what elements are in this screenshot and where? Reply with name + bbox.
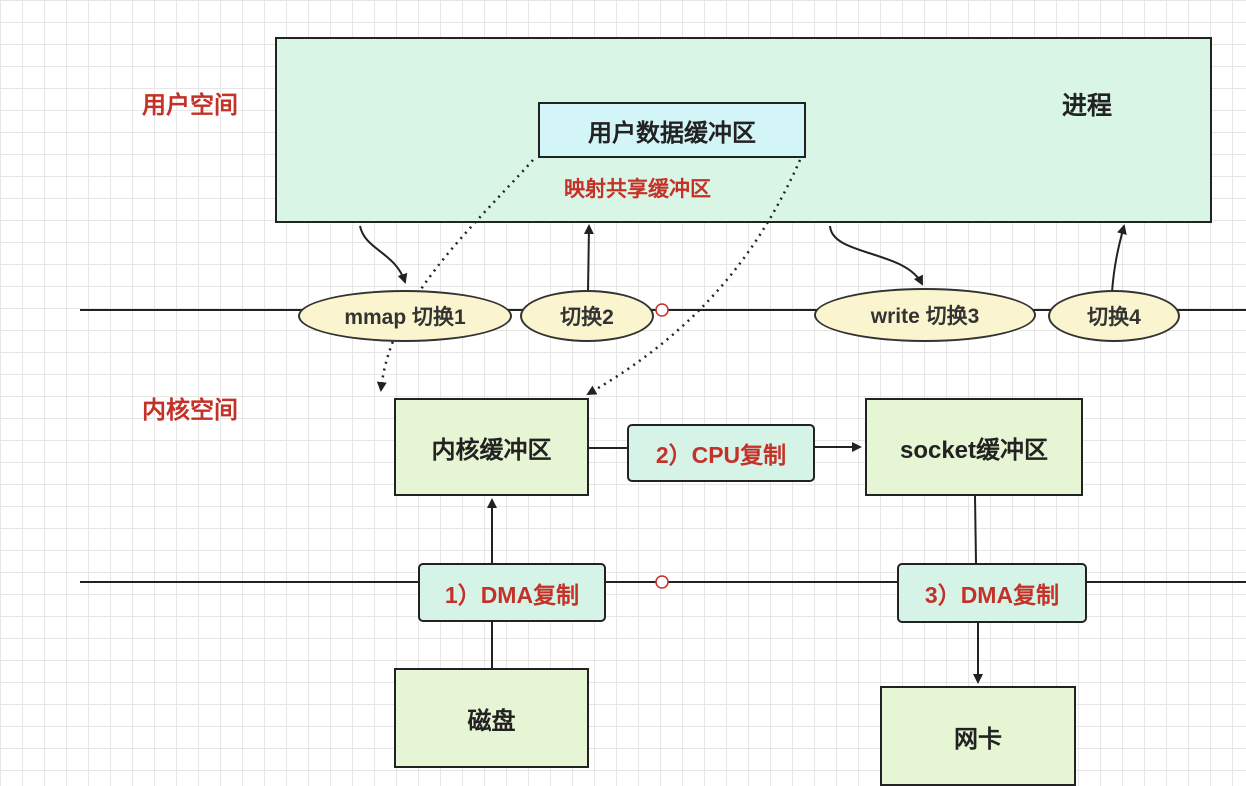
process-label: 进程 <box>1062 92 1113 120</box>
boundary-junction-top <box>655 303 669 317</box>
switch3-ellipse: write 切换3 <box>814 288 1036 342</box>
dma3-copy-box: 3）DMA复制 <box>897 563 1087 623</box>
switch2-ellipse: 切换2 <box>520 290 654 342</box>
switch4-arrow <box>1111 224 1127 293</box>
switch1-ellipse: mmap 切换1 <box>298 290 512 342</box>
socket-to-dma3-line <box>974 495 977 564</box>
mmap-dotted-left <box>376 159 534 392</box>
switch3-arrow <box>829 225 923 286</box>
switch2-arrow <box>583 224 594 293</box>
switch1-arrow <box>359 225 408 284</box>
cpu-copy-box: 2）CPU复制 <box>627 424 815 482</box>
socket-buffer-box: socket缓冲区 <box>865 398 1083 496</box>
user-space-label: 用户空间 <box>142 92 238 119</box>
disk-box: 磁盘 <box>394 668 589 768</box>
boundary-junction-bottom <box>655 575 669 589</box>
nic-box: 网卡 <box>880 686 1076 786</box>
user-buffer-box: 用户数据缓冲区 <box>538 102 806 158</box>
switch4-ellipse: 切换4 <box>1048 290 1180 342</box>
kernel-space-label: 内核空间 <box>142 397 238 424</box>
kernel-buffer-box: 内核缓冲区 <box>394 398 589 496</box>
dma1-copy-box: 1）DMA复制 <box>418 563 606 622</box>
mmap-shared-label: 映射共享缓冲区 <box>564 178 711 201</box>
